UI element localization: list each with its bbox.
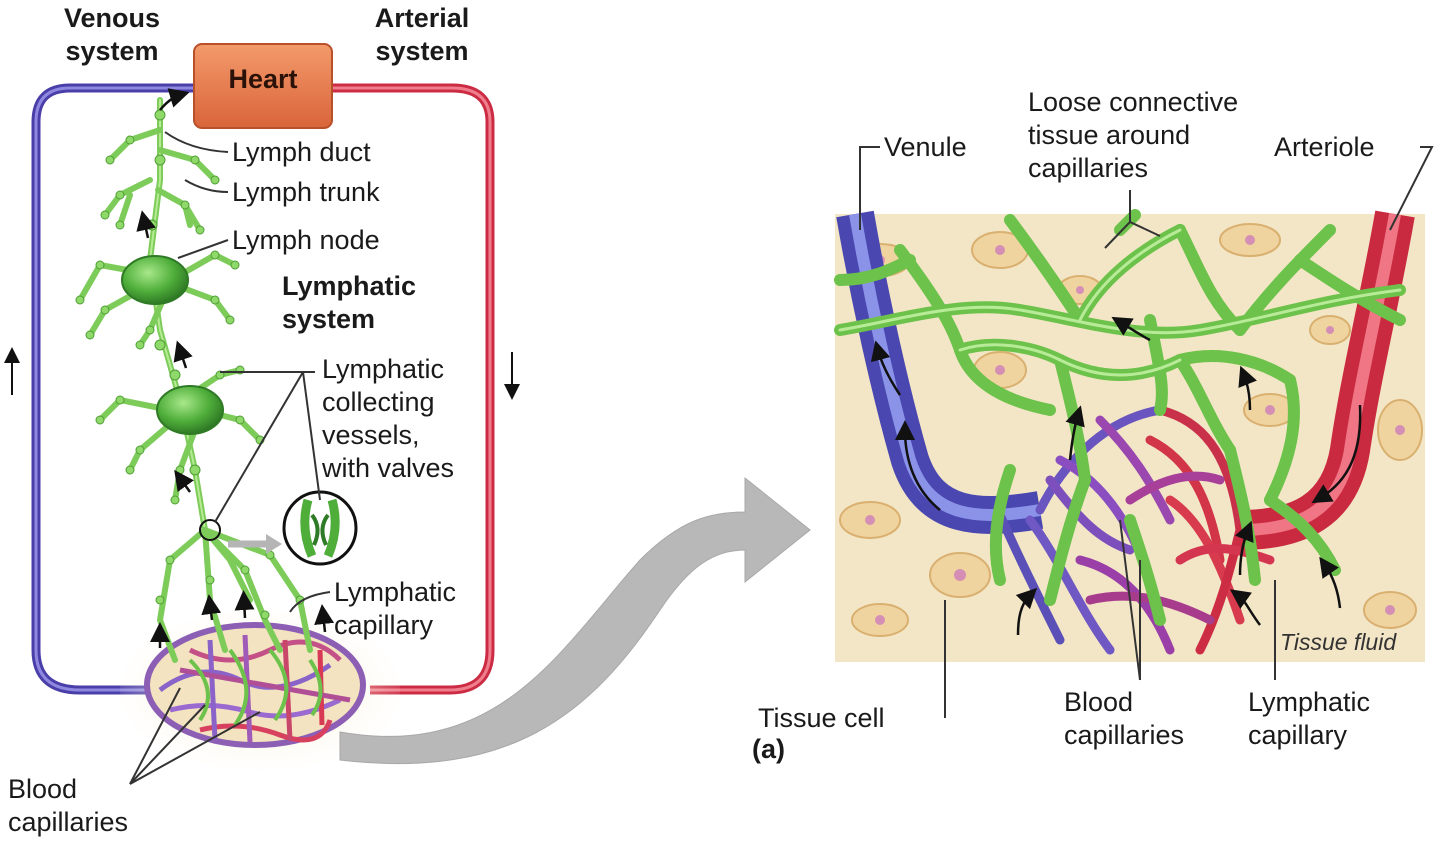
lymph-duct-label: Lymph duct <box>232 137 371 167</box>
lymph-trunk-label: Lymph trunk <box>232 177 380 207</box>
lymphatic-capillary-left-label: Lymphatic capillary <box>334 577 457 640</box>
lymph-flow-arrows <box>136 88 335 648</box>
lymph-node-upper <box>121 255 189 305</box>
lymphatic-system-label: Lymphatic system <box>282 271 417 334</box>
tissue-flow-arrows <box>870 316 1362 636</box>
tissue-panel <box>834 209 1425 662</box>
tissue-fluid-label: Tissue fluid <box>1280 629 1397 655</box>
lymphatic-collecting-vessels-label: Lymphatic collecting vessels, with valve… <box>322 354 455 483</box>
loose-connective-tissue-label: Loose connective tissue around capillari… <box>1028 87 1239 183</box>
arteriole-label: Arteriole <box>1274 132 1375 162</box>
callout-arrow <box>339 476 811 764</box>
left-circulation-loop <box>31 83 495 695</box>
valve-zoom-circle <box>282 490 358 566</box>
panel-a-label: (a) <box>752 734 785 764</box>
lymph-node-lower <box>156 385 224 435</box>
venule-label: Venule <box>884 132 967 162</box>
lymph-node-label: Lymph node <box>232 225 380 255</box>
blood-capillaries-right-label: Blood capillaries <box>1064 687 1185 750</box>
blood-capillaries-left-label: Blood capillaries <box>8 774 129 837</box>
left-leader-lines <box>129 131 331 785</box>
heart-box <box>193 43 333 129</box>
venous-vessel <box>31 83 195 695</box>
heart-label: Heart <box>228 64 298 94</box>
circulation-direction-marks <box>4 347 520 400</box>
venous-system-label: Venous system <box>63 3 161 66</box>
left-capillary-bed <box>120 610 400 770</box>
tissue-cell-label: Tissue cell <box>758 703 885 733</box>
arterial-system-label: Arterial system <box>374 3 470 66</box>
lymphatic-capillary-right-label: Lymphatic capillary <box>1248 687 1371 750</box>
valve-callout <box>199 490 358 566</box>
right-leader-lines <box>859 146 1434 718</box>
